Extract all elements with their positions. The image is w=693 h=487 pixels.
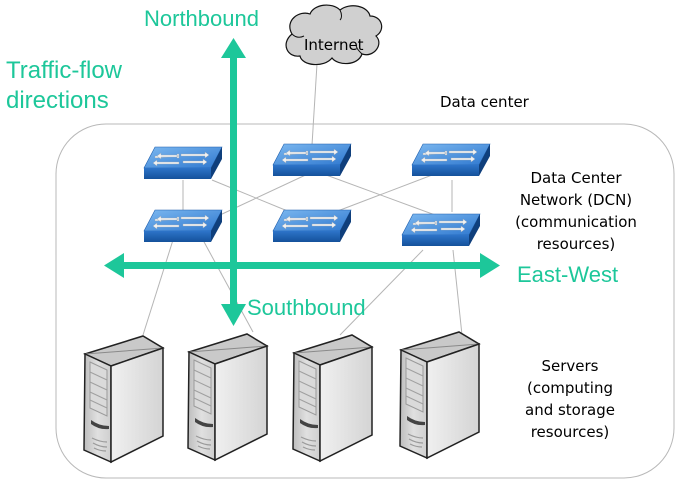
servers-label-line-3: and storage [525, 401, 615, 419]
switch-top-left [143, 146, 223, 180]
link-tr-bc [334, 171, 441, 213]
east-west-arrow [104, 253, 500, 278]
server-3 [292, 334, 373, 462]
servers-label-line-2: (computing [527, 379, 613, 397]
data-center-boundary [55, 123, 675, 479]
link-internet-switch [311, 63, 318, 146]
dcn-label-line-4: resources) [536, 235, 616, 253]
server-2 [187, 333, 268, 461]
link-tc-br [317, 171, 436, 216]
title-line-1: Traffic-flow [6, 57, 123, 84]
server-4 [399, 331, 480, 459]
servers-label-line-1: Servers [541, 357, 599, 375]
switch-bottom-left [143, 209, 223, 243]
north-south-arrow [221, 38, 246, 326]
link-tl-bc [211, 179, 291, 213]
dcn-label: Data Center Network (DCN) (communication… [496, 167, 656, 255]
link-bl-s2 [202, 239, 254, 333]
switch-top-right [411, 143, 491, 177]
dcn-label-line-2: Network (DCN) [519, 191, 633, 209]
servers-label: Servers (computing and storage resources… [500, 355, 640, 443]
server-1 [83, 335, 164, 463]
traffic-flow-title: Traffic-flow directions [6, 56, 122, 116]
link-bl-s1 [142, 239, 174, 336]
switch-bottom-center [272, 209, 352, 243]
switch-bottom-right [401, 213, 481, 247]
servers-label-line-4: resources) [530, 423, 610, 441]
dcn-label-line-1: Data Center [530, 169, 622, 187]
dcn-label-line-3: (communication [515, 213, 637, 231]
internet-label: Internet [304, 36, 364, 54]
switch-top-center [272, 143, 352, 177]
title-line-2: directions [6, 87, 109, 114]
data-center-label: Data center [440, 93, 529, 111]
southbound-label: Southbound [247, 295, 366, 320]
northbound-label: Northbound [144, 6, 259, 31]
east-west-label: East-West [517, 262, 619, 287]
